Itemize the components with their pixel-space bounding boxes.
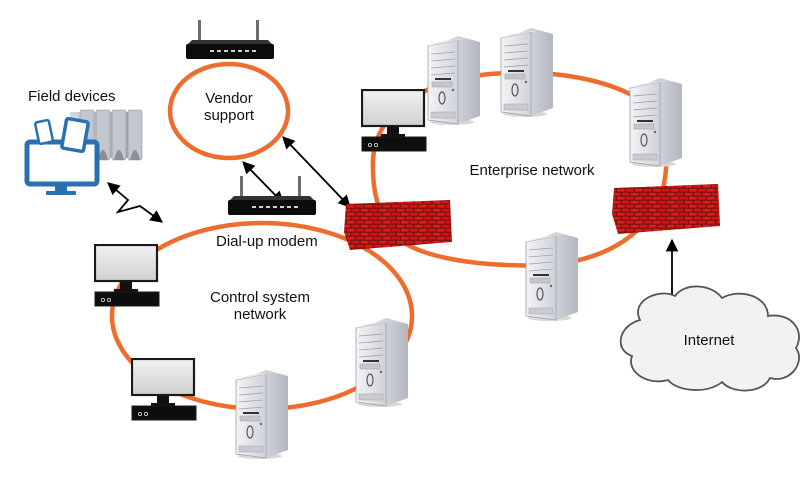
enterprise-server-2: [500, 28, 554, 118]
control-workstation-1: [94, 244, 160, 308]
enterprise-firewall-icon: [612, 184, 720, 234]
field-devices-label: Field devices: [28, 88, 116, 105]
vendor-modem-icon: [186, 20, 274, 59]
control-firewall-icon: [344, 200, 452, 250]
enterprise-server-3: [629, 78, 683, 168]
control-network-label-line1: Control system: [210, 289, 310, 306]
arrow-vendor-to-firewall: [282, 136, 351, 208]
control-workstation-2: [131, 358, 197, 422]
monitor-icon: [24, 139, 100, 195]
enterprise-network-label: Enterprise network: [469, 162, 595, 179]
enterprise-workstation: [361, 89, 427, 153]
internet-cloud-icon: [619, 285, 800, 392]
vendor-support-label-line1: Vendor: [205, 90, 253, 107]
wireless-link-field-devices: [107, 182, 164, 223]
enterprise-server-1: [427, 36, 481, 126]
vendor-support-label-line2: support: [204, 107, 255, 124]
dial-up-modem-icon: [228, 176, 316, 215]
internet-label: Internet: [684, 332, 736, 349]
phone-icon: [33, 118, 55, 146]
dial-up-modem-label: Dial-up modem: [216, 233, 318, 250]
control-network-label-line2: network: [234, 306, 287, 323]
control-server-2: [355, 318, 409, 408]
vendor-support-ring: [167, 61, 291, 161]
enterprise-server-4: [525, 232, 579, 322]
field-devices-icon: [24, 109, 143, 195]
control-server-1: [235, 370, 289, 460]
tablet-icon: [60, 116, 90, 154]
